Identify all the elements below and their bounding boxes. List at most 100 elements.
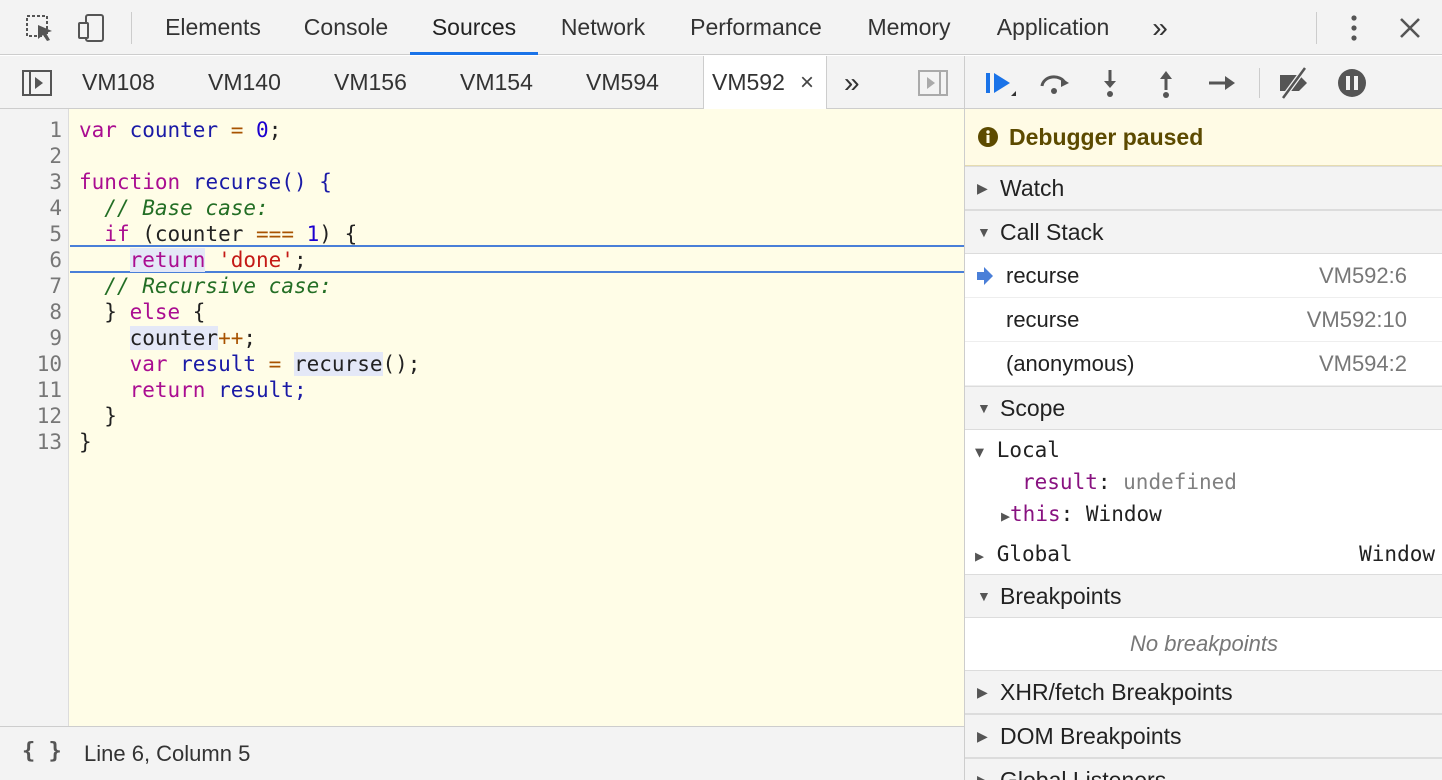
code-line: function recurse() { bbox=[79, 170, 332, 194]
code-line: var counter = 0; bbox=[79, 118, 282, 142]
step-out-icon[interactable] bbox=[1149, 66, 1183, 100]
paused-text: Debugger paused bbox=[1009, 124, 1204, 150]
step-into-icon[interactable] bbox=[1093, 66, 1127, 100]
line-number[interactable]: 11 bbox=[36, 378, 62, 402]
file-tab-active[interactable]: VM592 × bbox=[703, 56, 827, 110]
property-value: Window bbox=[1085, 502, 1162, 526]
line-number[interactable]: 6 bbox=[49, 248, 62, 272]
section-title: Global Listeners bbox=[1000, 767, 1167, 780]
tab-console[interactable]: Console bbox=[303, 14, 389, 40]
expand-icon: ▶ bbox=[977, 684, 988, 700]
close-icon[interactable] bbox=[1394, 12, 1426, 44]
tab-sources[interactable]: Sources bbox=[410, 0, 538, 55]
expand-icon: ▶ bbox=[977, 180, 988, 196]
line-number[interactable]: 9 bbox=[49, 326, 62, 350]
dom-breakpoints-section-header[interactable]: ▶ DOM Breakpoints bbox=[965, 714, 1442, 758]
toggle-debugger-icon[interactable] bbox=[918, 69, 948, 97]
more-files-icon[interactable]: » bbox=[844, 67, 860, 98]
property-value: undefined bbox=[1123, 470, 1237, 494]
tab-elements[interactable]: Elements bbox=[165, 14, 261, 40]
tab-network[interactable]: Network bbox=[560, 14, 646, 40]
line-number[interactable]: 1 bbox=[49, 118, 62, 142]
debugger-sidebar: Debugger paused ▶ Watch ▼ Call Stack rec… bbox=[964, 56, 1442, 780]
expand-icon: ▶ bbox=[977, 728, 988, 744]
code-line: return result; bbox=[129, 378, 307, 402]
scope-section-header[interactable]: ▼ Scope bbox=[965, 386, 1442, 430]
inspect-element-icon[interactable] bbox=[24, 12, 56, 44]
toolbar-divider bbox=[1316, 12, 1317, 44]
file-tab[interactable]: VM108 bbox=[82, 69, 155, 95]
frame-location: VM592:10 bbox=[1306, 307, 1407, 332]
line-number[interactable]: 13 bbox=[36, 430, 62, 454]
debugger-toolbar bbox=[965, 56, 1442, 109]
tab-memory[interactable]: Memory bbox=[867, 14, 951, 40]
no-breakpoints-message: No breakpoints bbox=[1130, 631, 1278, 656]
section-title: XHR/fetch Breakpoints bbox=[1000, 679, 1233, 705]
call-frame[interactable]: (anonymous) VM594:2 bbox=[965, 342, 1442, 386]
section-title: Watch bbox=[1000, 175, 1065, 201]
tab-application[interactable]: Application bbox=[996, 14, 1110, 40]
code-line-current: return 'done'; bbox=[129, 248, 307, 272]
frame-location: VM594:2 bbox=[1318, 351, 1407, 376]
file-tab[interactable]: VM594 bbox=[586, 69, 659, 95]
file-tab[interactable]: VM156 bbox=[334, 69, 407, 95]
tab-performance[interactable]: Performance bbox=[690, 14, 822, 40]
collapse-icon: ▼ bbox=[977, 400, 991, 416]
kebab-menu-icon[interactable] bbox=[1338, 12, 1370, 44]
code-line: var result = recurse(); bbox=[129, 352, 421, 376]
scope-global-value: Window bbox=[1359, 542, 1435, 566]
pause-on-exceptions-icon[interactable] bbox=[1335, 66, 1369, 100]
line-number[interactable]: 7 bbox=[49, 274, 62, 298]
xhr-breakpoints-section-header[interactable]: ▶ XHR/fetch Breakpoints bbox=[965, 670, 1442, 714]
collapse-icon: ▼ bbox=[975, 443, 985, 461]
code-line: counter++; bbox=[129, 326, 257, 350]
global-listeners-section-header[interactable]: ▶ Global Listeners bbox=[965, 758, 1442, 780]
scope-property[interactable]: ▶this: Window bbox=[1001, 502, 1162, 526]
line-number[interactable]: 8 bbox=[49, 300, 62, 324]
close-tab-icon[interactable]: × bbox=[800, 69, 815, 96]
breakpoints-section-header[interactable]: ▼ Breakpoints bbox=[965, 574, 1442, 618]
deactivate-breakpoints-icon[interactable] bbox=[1277, 66, 1311, 100]
line-number[interactable]: 10 bbox=[36, 352, 62, 376]
toolbar-divider bbox=[1259, 68, 1260, 98]
devtools-toolbar: Elements Console Sources Network Perform… bbox=[0, 0, 1442, 55]
section-title: DOM Breakpoints bbox=[1000, 723, 1182, 749]
frame-name: recurse bbox=[1006, 263, 1080, 288]
scope-property[interactable]: result: undefined bbox=[1022, 470, 1237, 494]
watch-section-header[interactable]: ▶ Watch bbox=[965, 166, 1442, 210]
device-toolbar-icon[interactable] bbox=[76, 12, 108, 44]
toggle-navigator-icon[interactable] bbox=[22, 69, 52, 97]
line-number[interactable]: 3 bbox=[49, 170, 62, 194]
line-gutter[interactable]: 1 2 3 4 5 6 7 8 9 10 11 12 13 bbox=[0, 109, 69, 726]
call-stack-section-header[interactable]: ▼ Call Stack bbox=[965, 210, 1442, 254]
code-editor[interactable]: 1 2 3 4 5 6 7 8 9 10 11 12 13 var counte… bbox=[0, 109, 964, 726]
execution-line-highlight bbox=[70, 245, 964, 273]
expand-icon: ▶ bbox=[1001, 507, 1011, 525]
property-name: this bbox=[1010, 502, 1061, 526]
line-number[interactable]: 2 bbox=[49, 144, 62, 168]
more-tabs-icon[interactable]: » bbox=[1152, 12, 1168, 43]
section-title: Call Stack bbox=[1000, 219, 1104, 245]
line-number[interactable]: 4 bbox=[49, 196, 62, 220]
code-line: } else { bbox=[79, 300, 206, 324]
call-frame[interactable]: recurse VM592:10 bbox=[965, 298, 1442, 342]
property-name: result bbox=[1022, 470, 1098, 494]
step-icon[interactable] bbox=[1205, 66, 1239, 100]
step-over-icon[interactable] bbox=[1037, 66, 1071, 100]
scope-local-header[interactable]: ▼ Local bbox=[975, 436, 1060, 466]
paused-banner: Debugger paused bbox=[965, 109, 1442, 166]
resume-icon[interactable] bbox=[983, 66, 1017, 100]
cursor-position: Line 6, Column 5 bbox=[84, 741, 251, 766]
file-tab[interactable]: VM154 bbox=[460, 69, 533, 95]
call-frame-selected[interactable]: recurse VM592:6 bbox=[965, 254, 1442, 298]
expand-icon: ▶ bbox=[977, 772, 988, 780]
line-number[interactable]: 12 bbox=[36, 404, 62, 428]
code-comment: // Recursive case: bbox=[79, 274, 332, 298]
pretty-print-icon[interactable]: { } bbox=[22, 739, 62, 764]
file-tab[interactable]: VM140 bbox=[208, 69, 281, 95]
line-number[interactable]: 5 bbox=[49, 222, 62, 246]
code-line: } bbox=[79, 404, 117, 428]
section-title: Scope bbox=[1000, 395, 1066, 421]
collapse-icon: ▼ bbox=[977, 224, 991, 240]
